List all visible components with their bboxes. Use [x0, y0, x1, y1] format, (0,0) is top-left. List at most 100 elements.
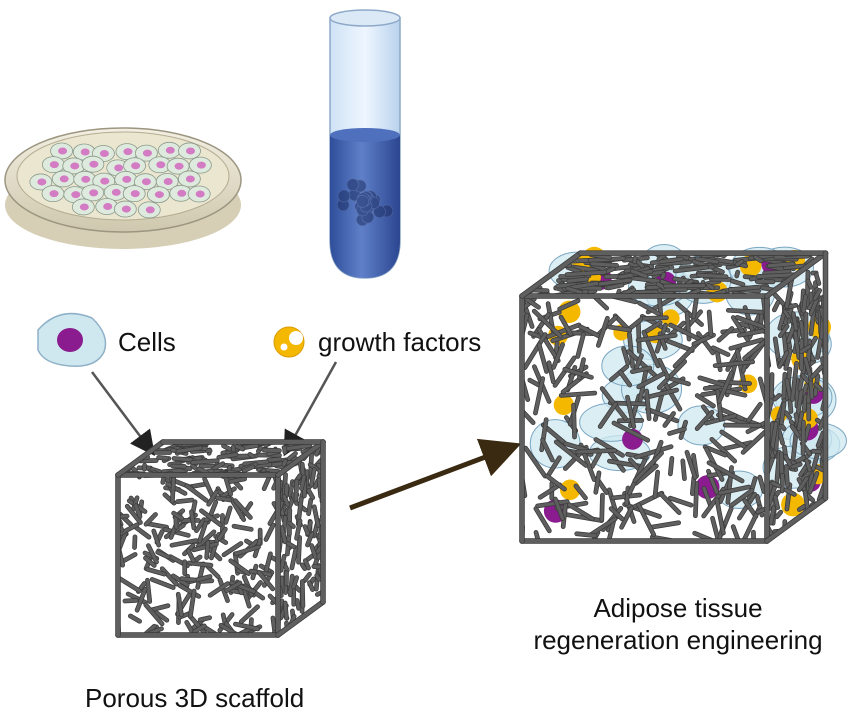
strut: [264, 450, 280, 451]
dish-cell-nucleus: [114, 164, 123, 171]
strut: [125, 600, 136, 601]
tube-particle: [347, 179, 359, 191]
dish-cell-nucleus: [112, 189, 121, 196]
strut: [226, 508, 230, 522]
strut: [748, 404, 760, 420]
dish-cell-nucleus: [81, 149, 90, 156]
strut: [808, 341, 809, 360]
strut: [172, 478, 173, 501]
strut: [174, 458, 191, 459]
dish-cell-nucleus: [196, 190, 205, 197]
strut: [807, 272, 808, 307]
dish-cell-nucleus: [131, 190, 140, 197]
strut: [569, 279, 587, 281]
strut: [159, 457, 167, 458]
strut: [309, 490, 313, 497]
strut: [804, 396, 806, 411]
strut: [699, 275, 727, 277]
strut: [709, 312, 711, 335]
strut: [592, 264, 616, 266]
dish-cell-nucleus: [142, 178, 151, 185]
strut: [758, 275, 794, 277]
strut: [695, 484, 696, 516]
strut: [683, 461, 685, 479]
strut: [813, 451, 820, 452]
strut: [627, 488, 628, 504]
strut: [158, 552, 169, 557]
dish-cell-nucleus: [50, 190, 59, 197]
strut: [296, 481, 297, 499]
tissue-growth-factor: [554, 395, 574, 415]
strut: [644, 318, 666, 319]
tissue-caption: Adipose tissue regeneration engineering: [533, 592, 822, 656]
strut: [578, 450, 615, 452]
strut: [314, 507, 318, 526]
dish-cell-nucleus: [156, 161, 165, 168]
strut: [728, 310, 762, 312]
strut: [193, 461, 218, 463]
strut: [697, 396, 713, 406]
strut: [769, 264, 793, 266]
dish-cell-nucleus: [89, 189, 98, 196]
dish-cell-nucleus: [70, 162, 79, 169]
dish-cell-nucleus: [89, 161, 98, 168]
strut: [285, 566, 287, 571]
dish-cell-nucleus: [177, 190, 186, 197]
dish-cell-nucleus: [164, 178, 173, 185]
strut: [133, 469, 135, 471]
dish-cell-nucleus: [60, 175, 69, 182]
dish-cell-nucleus: [186, 175, 195, 182]
dish-cell-nucleus: [143, 150, 152, 157]
strut: [709, 285, 713, 288]
dish-cell-nucleus: [80, 203, 89, 210]
strut: [539, 345, 546, 372]
strut: [717, 260, 731, 262]
strut: [305, 574, 310, 580]
strut: [651, 523, 679, 528]
dish-cell-nucleus: [100, 178, 109, 185]
dish-cell-nucleus: [58, 147, 67, 154]
strut: [136, 528, 149, 538]
growth-factor-icon: [274, 327, 304, 357]
cells-label: Cells: [118, 326, 176, 358]
strut: [302, 565, 305, 569]
strut: [269, 459, 280, 460]
strut: [602, 495, 603, 520]
dish-cell-nucleus: [122, 206, 131, 213]
dish-cell-nucleus: [122, 176, 131, 183]
strut: [292, 548, 296, 568]
strut: [784, 374, 785, 399]
strut: [705, 387, 720, 389]
strut: [639, 505, 654, 535]
arrow-cells-to-scaffold: [92, 372, 152, 452]
dish-cell-nucleus: [155, 191, 164, 198]
strut: [577, 534, 595, 536]
dish-cell-nucleus: [197, 162, 206, 169]
scaffold-icon: [118, 442, 323, 635]
strut: [771, 374, 772, 396]
strut: [297, 600, 299, 608]
dish-cell-nucleus: [103, 203, 112, 210]
dish-cell-nucleus: [81, 176, 90, 183]
strut: [692, 477, 694, 493]
strut: [317, 576, 319, 580]
strut: [200, 618, 209, 620]
petri-dish-icon: [5, 128, 241, 249]
strut: [786, 466, 787, 485]
dish-cell-nucleus: [186, 147, 195, 154]
strut: [663, 275, 664, 278]
dish-cell-nucleus: [50, 161, 59, 168]
growth-factors-label: growth factors: [318, 326, 481, 358]
strut: [118, 578, 139, 591]
tissue-caption-line1: Adipose tissue: [533, 592, 822, 624]
strut: [188, 551, 193, 561]
dish-cell-nucleus: [37, 178, 46, 185]
dish-cell-nucleus: [123, 148, 132, 155]
strut: [217, 498, 230, 500]
strut: [711, 279, 730, 280]
cell-icon: [38, 314, 106, 367]
dish-cell-nucleus: [166, 147, 175, 154]
strut: [687, 281, 691, 284]
strut: [638, 323, 639, 352]
strut: [286, 485, 287, 496]
